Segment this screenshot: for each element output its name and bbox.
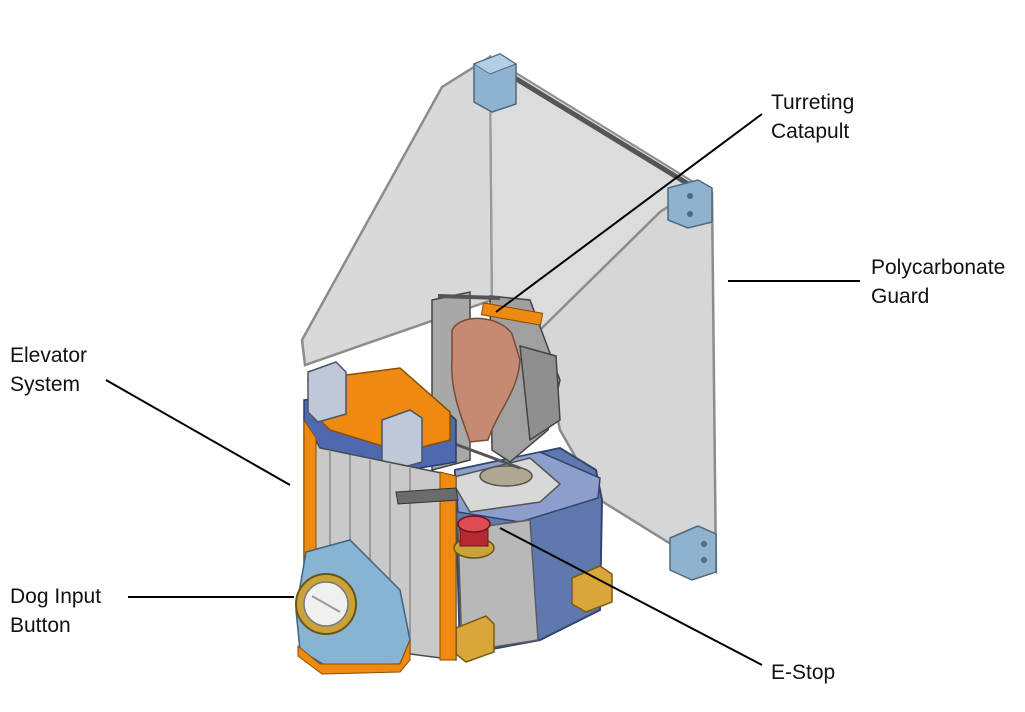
label-e-stop: E-Stop bbox=[771, 661, 836, 684]
guard-bracket-top-right bbox=[667, 179, 713, 229]
leader-turreting-catapult bbox=[495, 113, 763, 313]
elevator-servo-right bbox=[381, 409, 423, 471]
catapult-band bbox=[451, 317, 521, 443]
elevator-rail-inner bbox=[439, 471, 457, 661]
elevator-servo-left bbox=[307, 361, 347, 423]
guard-top-rod bbox=[490, 61, 700, 193]
label-turreting-catapult: Turreting Catapult bbox=[771, 91, 855, 143]
turret-bearing bbox=[479, 465, 533, 487]
leader-e-stop bbox=[499, 527, 763, 666]
guard-bracket-top-left bbox=[472, 53, 518, 113]
label-elevator-system: Elevator System bbox=[10, 344, 88, 396]
label-dog-input-button: Dog Input Button bbox=[10, 585, 102, 637]
e-stop-button bbox=[453, 515, 495, 559]
elevator-clamp bbox=[395, 487, 459, 505]
leader-elevator-system bbox=[105, 379, 291, 486]
base-bracket-right bbox=[571, 565, 613, 613]
dog-button-base-trim bbox=[297, 639, 411, 675]
label-polycarbonate-guard: Polycarbonate Guard bbox=[871, 256, 1006, 308]
guard-bracket-bottom-right bbox=[669, 525, 717, 581]
